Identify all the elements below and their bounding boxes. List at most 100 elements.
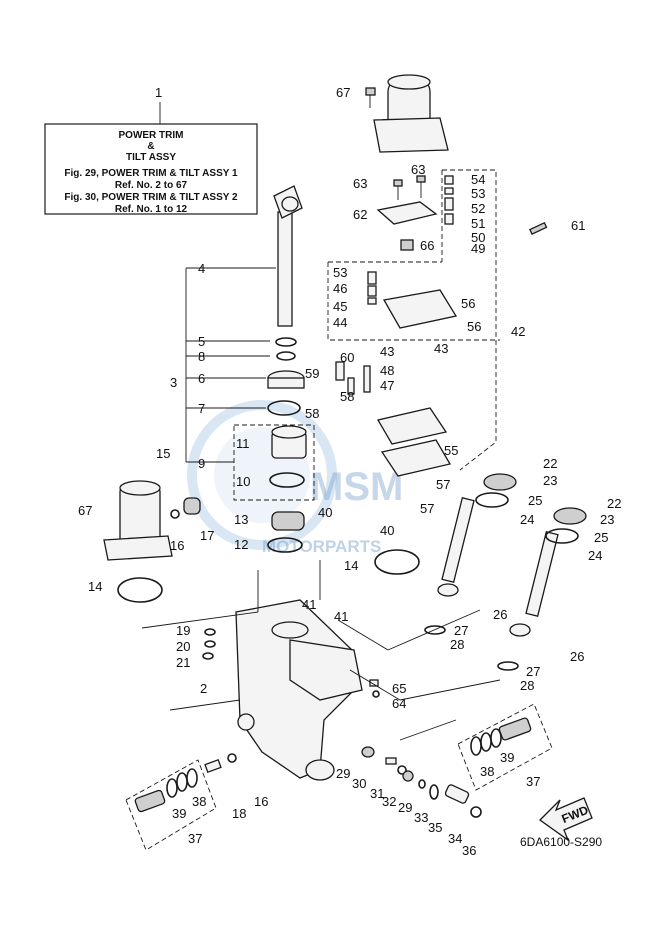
callout-53a: 53 [471,186,485,201]
callout-39a: 39 [500,750,514,765]
callout-65: 65 [392,681,406,696]
callout-18: 18 [232,806,246,821]
callout-4: 4 [198,261,205,276]
callout-61: 61 [571,218,585,233]
callout-60: 60 [340,350,354,365]
watermark-text: MOTORPARTS [262,537,381,556]
callout-37a: 37 [526,774,540,789]
callout-3: 3 [170,375,177,390]
callout-13: 13 [234,512,248,527]
callout-27b: 27 [526,664,540,679]
callout-32: 32 [382,794,396,809]
callout-40b: 40 [380,523,394,538]
callout-64: 64 [392,696,406,711]
callout-29b: 29 [398,800,412,815]
callout-48: 48 [380,363,394,378]
callout-46: 46 [333,281,347,296]
title-box: 1 POWER TRIM & TILT ASSY Fig. 29, POWER … [44,85,258,215]
callout-38a: 38 [480,764,494,779]
callout-36: 36 [462,843,476,858]
callout-16b: 16 [254,794,268,809]
callout-38b: 38 [192,794,206,809]
callout-41b: 41 [334,609,348,624]
callout-53b: 53 [333,265,347,280]
diagram-code: 6DA6100-S290 [520,835,602,849]
callout-2: 2 [200,681,207,696]
callout-17: 17 [200,528,214,543]
callout-50: 50 [471,230,485,245]
callout-12: 12 [234,537,248,552]
callout-57b: 57 [420,501,434,516]
callout-11: 11 [236,436,250,451]
callout-37b: 37 [188,831,202,846]
callout-7: 7 [198,401,205,416]
callout-8: 8 [198,349,205,364]
callout-41a: 41 [302,597,316,612]
callout-28b: 28 [520,678,534,693]
callout-42: 42 [511,324,525,339]
callout-20: 20 [176,639,190,654]
callout-22a: 22 [543,456,557,471]
callout-43a: 43 [380,344,394,359]
svg-text:MSM: MSM [310,465,403,509]
title-line-5: Fig. 30, POWER TRIM & TILT ASSY 2 [64,192,238,203]
callout-24b: 24 [588,548,602,563]
callout-39b: 39 [172,806,186,821]
callout-25b: 25 [594,530,608,545]
callout-67a: 67 [336,85,350,100]
callout-16a: 16 [170,538,184,553]
callout-19: 19 [176,623,190,638]
title-line-4: Ref. No. 2 to 67 [115,180,188,191]
callout-63b: 63 [353,176,367,191]
callout-35: 35 [428,820,442,835]
callout-29a: 29 [336,766,350,781]
callout-23b: 23 [600,512,614,527]
fwd-arrow-icon: FWD [538,797,593,842]
callout-44: 44 [333,315,347,330]
callout-30: 30 [352,776,366,791]
title-line-3: Fig. 29, POWER TRIM & TILT ASSY 1 [64,168,238,179]
callout-27a: 27 [454,623,468,638]
callout-14b: 14 [344,558,358,573]
callout-52: 52 [471,201,485,216]
msm-logo-icon [187,400,337,550]
callout-26b: 26 [570,649,584,664]
callout-labels: 67 63 63 54 53 6 2 52 51 50 66 49 61 4 53… [78,85,621,858]
callout-15: 15 [156,446,170,461]
callout-59: 59 [305,366,319,381]
callout-14a: 14 [88,579,102,594]
callout-49: 49 [471,241,485,256]
callout-57a: 57 [436,477,450,492]
callout-43b: 43 [434,341,448,356]
callout-33: 33 [414,810,428,825]
title-line-6: Ref. No. 1 to 12 [115,204,188,215]
callout-55: 55 [444,443,458,458]
callout-22b: 22 [607,496,621,511]
callout-21: 21 [176,655,190,670]
callout-28a: 28 [450,637,464,652]
callout-51: 51 [471,216,485,231]
callout-34: 34 [448,831,462,846]
callout-47: 47 [380,378,394,393]
callout-10: 10 [236,474,250,489]
callout-63a: 63 [411,162,425,177]
title-line-1: & [147,141,154,152]
callout-58a: 58 [340,389,354,404]
callout-54: 54 [471,172,485,187]
callout-1: 1 [155,85,162,100]
parts-drawing: FWD [103,74,593,851]
callout-6: 6 [198,371,205,386]
callout-23a: 23 [543,473,557,488]
title-line-2: TILT ASSY [126,152,176,163]
callout-66: 66 [420,238,434,253]
callout-25a: 25 [528,493,542,508]
title-line-0: POWER TRIM [119,130,184,141]
callout-67b: 67 [78,503,92,518]
callout-40a: 40 [318,505,332,520]
callout-56a: 56 [461,296,475,311]
callout-24a: 24 [520,512,534,527]
callout-58b: 58 [305,406,319,421]
callout-56b: 56 [467,319,481,334]
callout-26a: 26 [493,607,507,622]
